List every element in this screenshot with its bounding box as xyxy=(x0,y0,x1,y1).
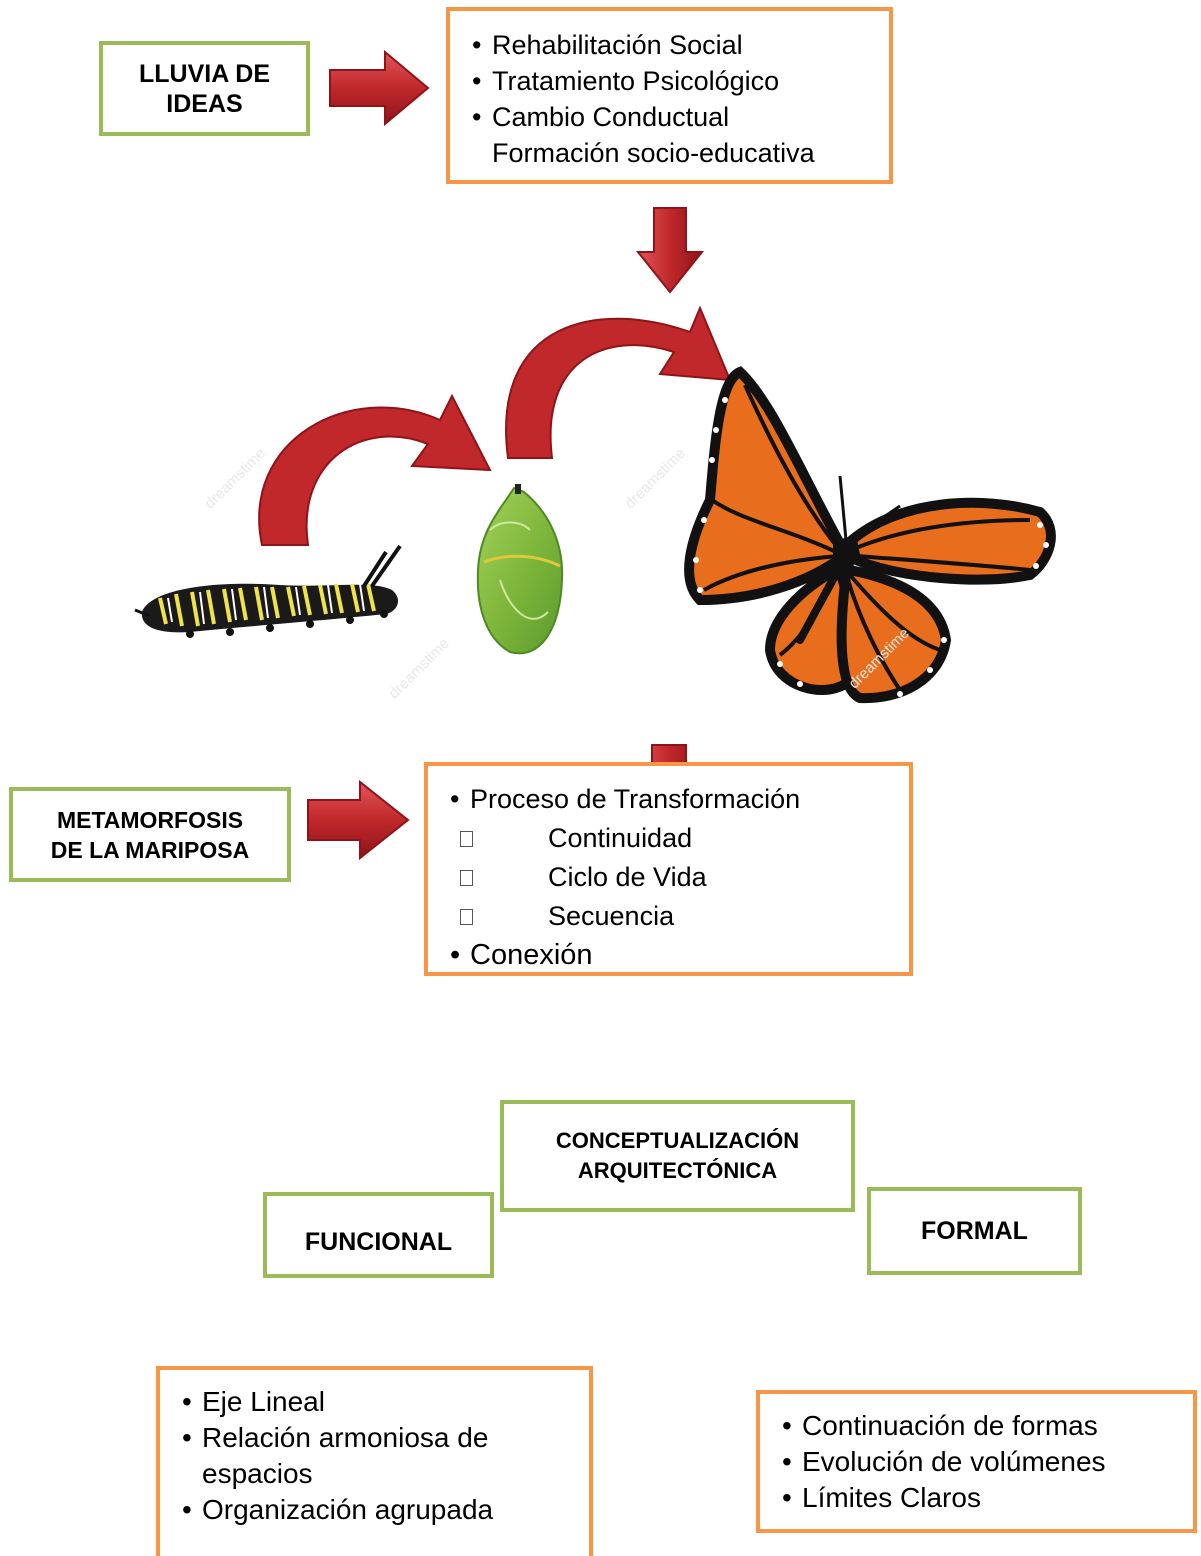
concept-label-line1: CONCEPTUALIZACIÓN xyxy=(555,1128,800,1153)
brainstorm-box: LLUVIA DE IDEAS xyxy=(99,41,310,136)
list-item: Cambio Conductual xyxy=(470,99,889,135)
curved-arrow-icon xyxy=(505,305,732,459)
right-arrow-icon xyxy=(329,49,430,127)
metamorphosis-label-line2: DE LA MARIPOSA xyxy=(50,836,250,863)
formal-box: FORMAL xyxy=(867,1187,1082,1275)
concept-box: CONCEPTUALIZACIÓN ARQUITECTÓNICA xyxy=(500,1100,855,1212)
list-item: Rehabilitación Social xyxy=(470,27,889,63)
monarch-butterfly-icon xyxy=(684,366,1056,704)
functional-box: FUNCIONAL xyxy=(263,1192,494,1278)
list-item: Conexión xyxy=(448,936,909,975)
right-arrow-icon xyxy=(307,779,410,861)
brainstorm-label-line1: LLUVIA DE xyxy=(138,59,271,88)
list-item: Organización agrupada xyxy=(180,1492,589,1528)
functional-list: Eje Lineal Relación armoniosa de espacio… xyxy=(180,1384,589,1528)
formal-list: Continuación de formas Evolución de volú… xyxy=(780,1408,1193,1516)
brainstorm-list-box: Rehabilitación Social Tratamiento Psicol… xyxy=(446,7,893,184)
brainstorm-list: Rehabilitación Social Tratamiento Psicol… xyxy=(470,27,889,171)
down-arrow-icon xyxy=(635,207,705,294)
formal-list-box: Continuación de formas Evolución de volú… xyxy=(756,1390,1197,1533)
list-item: Eje Lineal xyxy=(180,1384,589,1420)
list-item: Proceso de Transformación xyxy=(448,780,909,819)
list-item: Continuidad xyxy=(448,819,909,858)
functional-label: FUNCIONAL xyxy=(304,1227,453,1256)
list-item: Ciclo de Vida xyxy=(448,858,909,897)
functional-list-box: Eje Lineal Relación armoniosa de espacio… xyxy=(156,1366,593,1556)
list-item-continuation: espacios xyxy=(202,1458,313,1489)
list-item: Límites Claros xyxy=(780,1480,1193,1516)
list-item: Continuación de formas xyxy=(780,1408,1193,1444)
metamorphosis-list-box: Proceso de Transformación Continuidad Ci… xyxy=(424,762,913,976)
metamorphosis-label-line1: METAMORFOSIS xyxy=(56,806,244,833)
formal-label: FORMAL xyxy=(921,1216,1028,1245)
chrysalis-icon xyxy=(476,484,564,655)
list-item: Tratamiento Psicológico xyxy=(470,63,889,99)
brainstorm-label-line2: IDEAS xyxy=(166,89,243,118)
concept-label-line2: ARQUITECTÓNICA xyxy=(577,1158,778,1183)
curved-arrow-icon xyxy=(258,393,492,546)
metamorphosis-list: Proceso de Transformación Continuidad Ci… xyxy=(448,780,909,975)
caterpillar-icon xyxy=(134,544,402,638)
list-item-continuation: Formación socio-educativa xyxy=(492,138,815,168)
list-item: Evolución de volúmenes xyxy=(780,1444,1193,1480)
metamorphosis-box: METAMORFOSIS DE LA MARIPOSA xyxy=(9,787,291,882)
list-item: Secuencia xyxy=(448,897,909,936)
list-item: Relación armoniosa de xyxy=(180,1420,589,1456)
